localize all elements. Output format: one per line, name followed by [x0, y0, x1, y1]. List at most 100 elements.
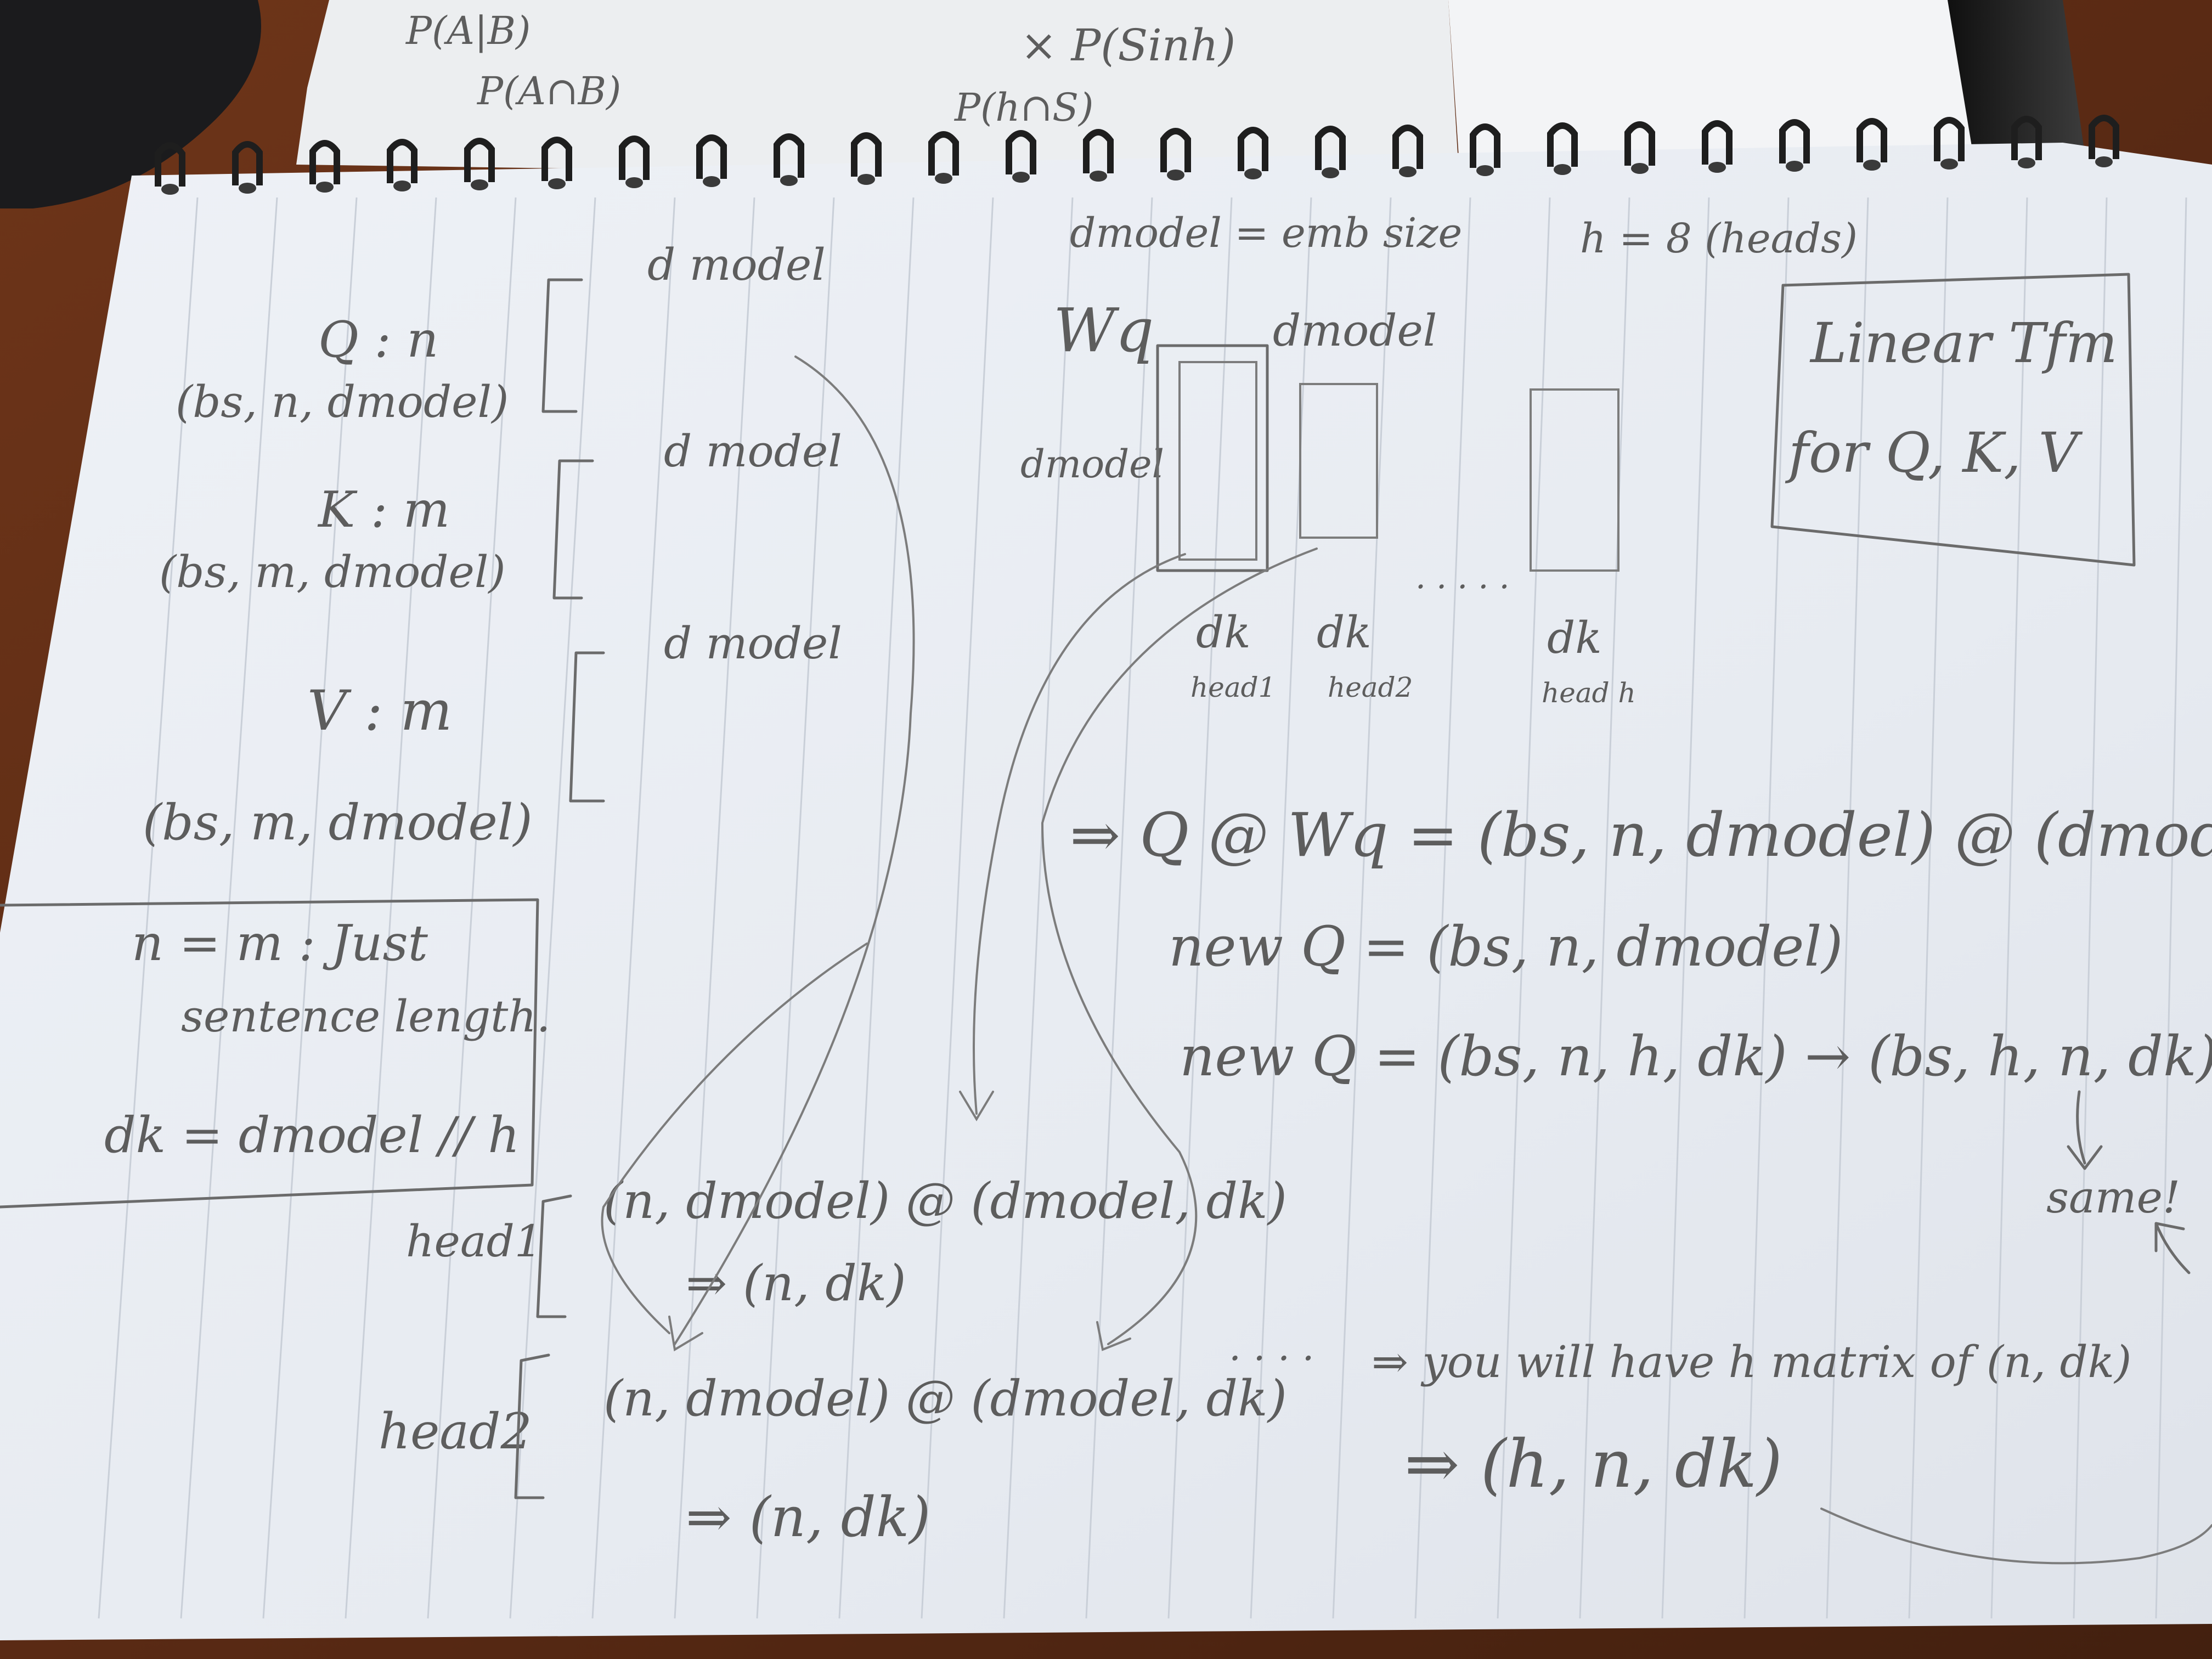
notebook-page	[0, 143, 2212, 1640]
spiral-hole	[1322, 167, 1339, 178]
arrow-w-to-head2	[1041, 548, 1318, 1351]
page-rule-line	[427, 197, 517, 1619]
head1-label: head1	[406, 1216, 543, 1267]
spiral-coil	[1857, 118, 1887, 162]
note-box-frame	[0, 898, 539, 1209]
wq-dots: · · · · ·	[1415, 568, 1510, 606]
spiral-hole	[935, 173, 952, 184]
head1-equation: (n, dmodel) @ (dmodel, dk)	[603, 1172, 1287, 1230]
spiral-coil	[851, 132, 882, 177]
spiral-coil	[387, 139, 417, 183]
page-rule-line	[2073, 197, 2108, 1619]
page-rule-line	[98, 197, 199, 1619]
back-sheet-text-d: P(h∩S)	[953, 85, 1093, 130]
wq-dmodel-top: dmodel	[1273, 305, 1437, 356]
spiral-hole	[471, 179, 488, 190]
spiral-coil	[2011, 116, 2042, 160]
spiral-hole	[1554, 164, 1571, 175]
back-sheet-text-b: P(A∩B)	[476, 69, 621, 114]
q-label: Q : n	[318, 311, 438, 369]
handwritten-notes: dmodel = emb size h = 8 (heads) Q : n (b…	[0, 210, 2212, 1565]
spiral-hole	[393, 180, 411, 191]
page-rule-line	[1908, 197, 1949, 1619]
spiral-coil	[1392, 125, 1423, 169]
back-sheet-text-a: P(A|B)	[405, 8, 531, 53]
spiral-hole	[548, 178, 566, 189]
spiral-hole	[1090, 171, 1107, 182]
spiral-coil	[232, 141, 263, 185]
page-rule-line	[1085, 197, 1153, 1619]
wq-label: Wq	[1053, 295, 1154, 365]
spiral-coil	[541, 137, 572, 181]
v-bracket	[569, 651, 605, 803]
dk-head1: dk	[1196, 607, 1251, 658]
spiral-hole	[1786, 161, 1803, 172]
spiral-coil	[464, 138, 495, 182]
spiral-hole	[1167, 170, 1184, 180]
spiral-coil	[1083, 129, 1114, 173]
head1-result: ⇒ (n, dk)	[686, 1255, 906, 1312]
page-rule-line	[1414, 197, 1471, 1619]
same-arrow-bottom	[2154, 1222, 2191, 1274]
back-sheet-text-c: × P(Sinh)	[1020, 20, 1235, 71]
k-bracket	[552, 459, 594, 600]
wq-head2-block	[1299, 383, 1378, 539]
header-h-def: h = 8 (heads)	[1580, 215, 1858, 262]
heads-dots: · · · ·	[1229, 1336, 1314, 1381]
q-dmodel: d model	[647, 239, 826, 290]
page-rule-line	[2155, 197, 2187, 1619]
arrow-q-to-head2	[601, 943, 868, 1334]
spiral-coil	[1702, 120, 1733, 165]
k-dmodel: d model	[664, 426, 842, 477]
head2-bracket	[514, 1353, 550, 1499]
q-bracket	[541, 278, 583, 413]
spiral-hole	[1399, 166, 1417, 177]
v-shape: (bs, m, dmodel)	[143, 794, 533, 851]
title-line-1: Linear Tfm	[1809, 311, 2118, 375]
spiral-coil	[774, 133, 804, 178]
note-line-2: sentence length.	[181, 991, 550, 1042]
page-rule-line	[838, 197, 915, 1619]
page-rule-line	[1003, 197, 1074, 1619]
spiral-coil	[1934, 117, 1965, 161]
spiral-hole	[1940, 159, 1958, 170]
q-shape: (bs, n, dmodel)	[176, 376, 509, 427]
page-rules	[98, 197, 2187, 1619]
head2-equation: (n, dmodel) @ (dmodel, dk)	[603, 1370, 1287, 1427]
spiral-coil	[1470, 123, 1500, 168]
spiral-hole	[625, 177, 643, 188]
same-note: same!	[2046, 1172, 2180, 1223]
spiral-coil	[928, 131, 959, 176]
spiral-hole	[2095, 156, 2113, 167]
computer-mouse	[0, 0, 261, 208]
wq-head1-block	[1178, 361, 1257, 561]
v-dmodel: d model	[664, 618, 842, 669]
equation-1: ⇒ Q @ Wq = (bs, n, dmodel) @ (dmodel, dm…	[1070, 800, 2212, 870]
spiral-hole	[161, 184, 179, 195]
page-rule-line	[180, 197, 278, 1619]
wq-headh-block	[1530, 388, 1620, 572]
page-rule-line	[345, 197, 437, 1619]
head2-result: ⇒ (n, dk)	[686, 1485, 930, 1549]
k-shape: (bs, m, dmodel)	[159, 546, 506, 597]
note-line-1: n = m : Just	[132, 915, 428, 972]
spiral-hole	[857, 174, 875, 185]
page-rule-line	[591, 197, 676, 1619]
spiral-hole	[1476, 165, 1494, 176]
spiral-coil	[1160, 128, 1191, 172]
spiral-hole	[239, 183, 256, 194]
spiral-coil	[2089, 115, 2119, 159]
wq-dmodel-side: dmodel	[1020, 442, 1164, 487]
spiral-coil	[155, 142, 185, 187]
page-rule-line	[262, 197, 358, 1619]
title-line-2: for Q, K, V	[1785, 421, 2083, 485]
summary-underline-curve	[1820, 1508, 2212, 1565]
spiral-hole	[316, 182, 334, 193]
heads-summary: ⇒ you will have h matrix of (n, dk)	[1372, 1336, 2131, 1387]
spiral-coil	[309, 140, 340, 184]
same-arrow-top	[2067, 1090, 2103, 1170]
page-rule-line	[509, 197, 596, 1619]
head1-caption: head1	[1190, 672, 1276, 703]
spiral-coil	[1315, 126, 1346, 170]
